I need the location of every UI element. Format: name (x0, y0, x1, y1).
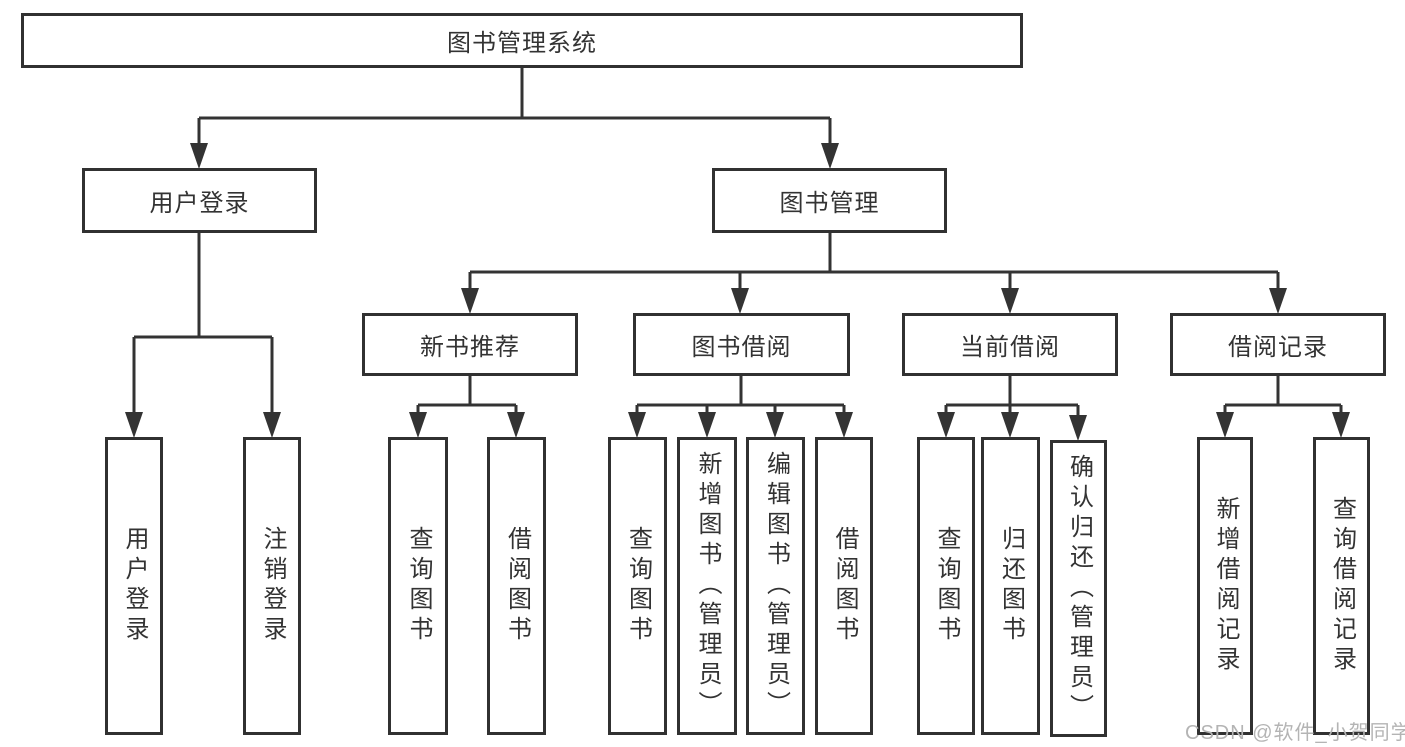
node-book-borrowing: 图书借阅 (633, 313, 850, 376)
node-book-management: 图书管理 (712, 168, 947, 233)
node-leaf-borrow-books-1: 借阅图书 (487, 437, 546, 735)
node-leaf-query-books-1-label: 查询图书 (405, 526, 432, 646)
node-book-borrowing-label: 图书借阅 (691, 334, 792, 361)
node-new-book-recommend: 新书推荐 (362, 313, 578, 376)
node-leaf-user-login: 用户登录 (105, 437, 163, 735)
node-leaf-query-books-3-label: 查询图书 (933, 526, 960, 646)
node-leaf-query-books-2: 查询图书 (608, 437, 667, 735)
node-root-library-system: 图书管理系统 (21, 13, 1023, 68)
node-leaf-logout: 注销登录 (243, 437, 301, 735)
node-book-management-label: 图书管理 (779, 190, 880, 217)
node-leaf-confirm-return-admin-label: 确认归还（管理员） (1065, 453, 1093, 724)
node-leaf-add-borrow-record: 新增借阅记录 (1197, 437, 1253, 735)
watermark: CSDN @软件_小贺同学 (1185, 722, 1405, 744)
node-borrow-records: 借阅记录 (1170, 313, 1386, 376)
node-leaf-query-borrow-record-label: 查询借阅记录 (1328, 496, 1356, 676)
node-leaf-edit-books-admin: 编辑图书（管理员） (746, 437, 805, 735)
node-leaf-add-books-admin: 新增图书（管理员） (677, 437, 737, 735)
node-borrow-records-label: 借阅记录 (1228, 334, 1328, 361)
node-current-borrowing-label: 当前借阅 (960, 334, 1060, 361)
node-root-label: 图书管理系统 (447, 30, 597, 57)
node-leaf-logout-label: 注销登录 (259, 526, 286, 646)
node-current-borrowing: 当前借阅 (902, 313, 1118, 376)
node-leaf-borrow-books-1-label: 借阅图书 (503, 526, 531, 646)
node-leaf-add-books-admin-label: 新增图书（管理员） (694, 451, 721, 721)
node-leaf-borrow-books-2: 借阅图书 (815, 437, 873, 735)
node-new-book-recommend-label: 新书推荐 (420, 334, 520, 361)
node-leaf-edit-books-admin-label: 编辑图书（管理员） (762, 451, 790, 721)
node-leaf-borrow-books-2-label: 借阅图书 (831, 526, 858, 646)
node-leaf-query-books-3: 查询图书 (917, 437, 975, 735)
node-leaf-query-books-1: 查询图书 (388, 437, 448, 735)
node-leaf-query-books-2-label: 查询图书 (624, 526, 652, 646)
node-leaf-query-borrow-record: 查询借阅记录 (1313, 437, 1370, 735)
node-leaf-return-books: 归还图书 (981, 437, 1040, 735)
node-leaf-user-login-label: 用户登录 (121, 526, 148, 646)
node-leaf-confirm-return-admin: 确认归还（管理员） (1050, 440, 1107, 737)
node-user-login: 用户登录 (82, 168, 317, 233)
node-leaf-return-books-label: 归还图书 (997, 526, 1025, 646)
node-leaf-add-borrow-record-label: 新增借阅记录 (1212, 496, 1239, 676)
node-user-login-label: 用户登录 (149, 190, 250, 217)
